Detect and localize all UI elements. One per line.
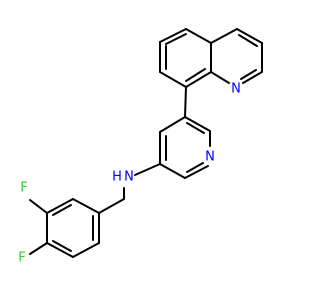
- bond: [184, 165, 209, 179]
- bond: [238, 34, 258, 47]
- bond: [240, 69, 257, 80]
- fluorine-4: F: [18, 251, 25, 266]
- atom-label: F: [20, 181, 27, 196]
- bond: [72, 242, 100, 258]
- bond: [210, 28, 238, 44]
- bond: [165, 33, 187, 45]
- bond: [186, 122, 205, 134]
- bond: [159, 163, 186, 179]
- bond: [98, 198, 125, 214]
- bond: [29, 199, 48, 214]
- bond: [159, 116, 186, 133]
- bond: [29, 242, 48, 255]
- quinoline-nitrogen: N: [231, 82, 241, 97]
- bond: [236, 28, 263, 44]
- bond: [46, 242, 74, 258]
- bond: [134, 163, 161, 176]
- bond: [242, 71, 263, 84]
- bond: [184, 86, 187, 118]
- quinoline-ring: [159, 28, 263, 88]
- bond: [185, 68, 206, 82]
- bond: [159, 28, 187, 43]
- atom-label: N: [231, 82, 241, 97]
- bond: [184, 116, 211, 132]
- amine-nh: N H: [112, 170, 134, 185]
- atom-label: N: [205, 150, 215, 165]
- bond: [52, 204, 72, 216]
- bond: [185, 28, 212, 44]
- pyridine-ring: [159, 116, 211, 179]
- pyridine-nitrogen: N: [205, 150, 215, 165]
- bond: [186, 162, 204, 173]
- bond: [52, 240, 72, 252]
- atom-label: F: [18, 251, 25, 266]
- bond: [185, 71, 212, 88]
- atom-label-h: H: [112, 170, 122, 185]
- bond: [159, 71, 187, 88]
- molecule-structure: N N N H F F: [18, 28, 263, 266]
- fluorine-3: F: [20, 181, 27, 196]
- bond: [72, 198, 100, 214]
- bond: [46, 198, 74, 214]
- atom-label: N: [124, 170, 134, 185]
- bond: [210, 71, 230, 84]
- difluorophenyl-ring: [46, 198, 100, 258]
